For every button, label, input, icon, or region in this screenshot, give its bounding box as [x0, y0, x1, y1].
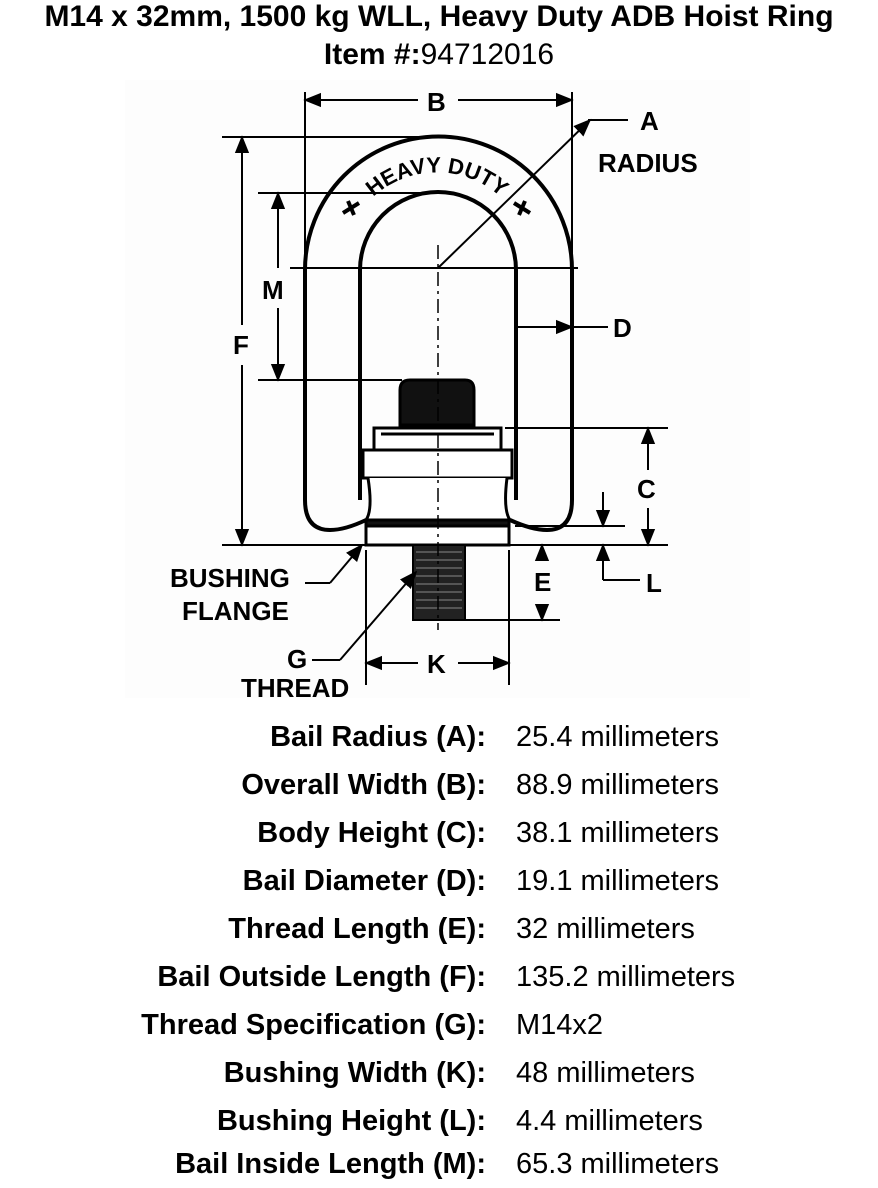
product-title: M14 x 32mm, 1500 kg WLL, Heavy Duty ADB … — [44, 0, 834, 33]
spec-value: 65.3 millimeters — [516, 1148, 720, 1180]
spec-row: Bail Radius (A): 25.4 millimeters — [0, 713, 878, 761]
spec-label: Body Height (C): — [257, 817, 486, 849]
label-A: A — [640, 106, 659, 136]
spec-label: Bushing Height (L): — [216, 1105, 486, 1137]
label-bushing: BUSHING — [170, 563, 290, 593]
spec-value: 38.1 millimeters — [516, 817, 720, 849]
spec-row: Bail Inside Length (M): 65.3 millimeters — [0, 1140, 878, 1188]
bail-stamp-marks — [341, 200, 532, 216]
dimension-lines — [222, 92, 668, 685]
spec-row: Bail Diameter (D): 19.1 millimeters — [0, 857, 878, 905]
spec-row: Bushing Height (L): 4.4 millimeters — [0, 1097, 878, 1145]
label-thread: THREAD — [241, 673, 349, 703]
thread-stud — [412, 544, 466, 621]
label-flange: FLANGE — [182, 596, 289, 626]
spec-value: 32 millimeters — [516, 913, 695, 945]
label-D: D — [613, 313, 632, 343]
spec-label: Thread Specification (G): — [141, 1009, 486, 1041]
spec-value: 4.4 millimeters — [516, 1105, 703, 1137]
spec-value: M14x2 — [516, 1009, 604, 1041]
spec-label: Thread Length (E): — [228, 913, 486, 945]
hoist-ring-diagram: HEAVY DUTY — [125, 80, 750, 703]
spec-row: Thread Specification (G): M14x2 — [0, 1001, 878, 1049]
spec-value: 48 millimeters — [516, 1057, 695, 1089]
label-E: E — [534, 567, 551, 597]
spec-value: 25.4 millimeters — [516, 721, 720, 753]
spec-label: Bail Diameter (D): — [242, 865, 486, 897]
spec-label: Bushing Width (K): — [223, 1057, 486, 1089]
spec-row: Overall Width (B): 88.9 millimeters — [0, 761, 878, 809]
spec-value: 135.2 millimeters — [516, 961, 736, 993]
spec-label: Bail Radius (A): — [270, 721, 486, 753]
item-number: 94712016 — [420, 38, 555, 71]
spec-label: Bail Outside Length (F): — [157, 961, 486, 993]
spec-row: Bushing Width (K): 48 millimeters — [0, 1049, 878, 1097]
spec-label: Overall Width (B): — [241, 769, 486, 801]
label-C: C — [637, 474, 656, 504]
label-L: L — [646, 568, 662, 598]
label-M: M — [262, 275, 284, 305]
item-number-line: Item #:94712016 — [0, 38, 878, 72]
label-K: K — [427, 649, 446, 679]
spec-row: Bail Outside Length (F): 135.2 millimeter… — [0, 953, 878, 1001]
spec-row: Thread Length (E): 32 millimeters — [0, 905, 878, 953]
label-G: G — [287, 644, 307, 674]
item-prefix: Item #: — [323, 38, 421, 71]
label-radius: RADIUS — [598, 148, 698, 178]
spec-value: 19.1 millimeters — [516, 865, 720, 897]
label-B: B — [427, 87, 446, 117]
spec-label: Bail Inside Length (M): — [175, 1148, 486, 1180]
spec-row: Body Height (C): 38.1 millimeters — [0, 809, 878, 857]
label-F: F — [233, 330, 249, 360]
spec-value: 88.9 millimeters — [516, 769, 720, 801]
